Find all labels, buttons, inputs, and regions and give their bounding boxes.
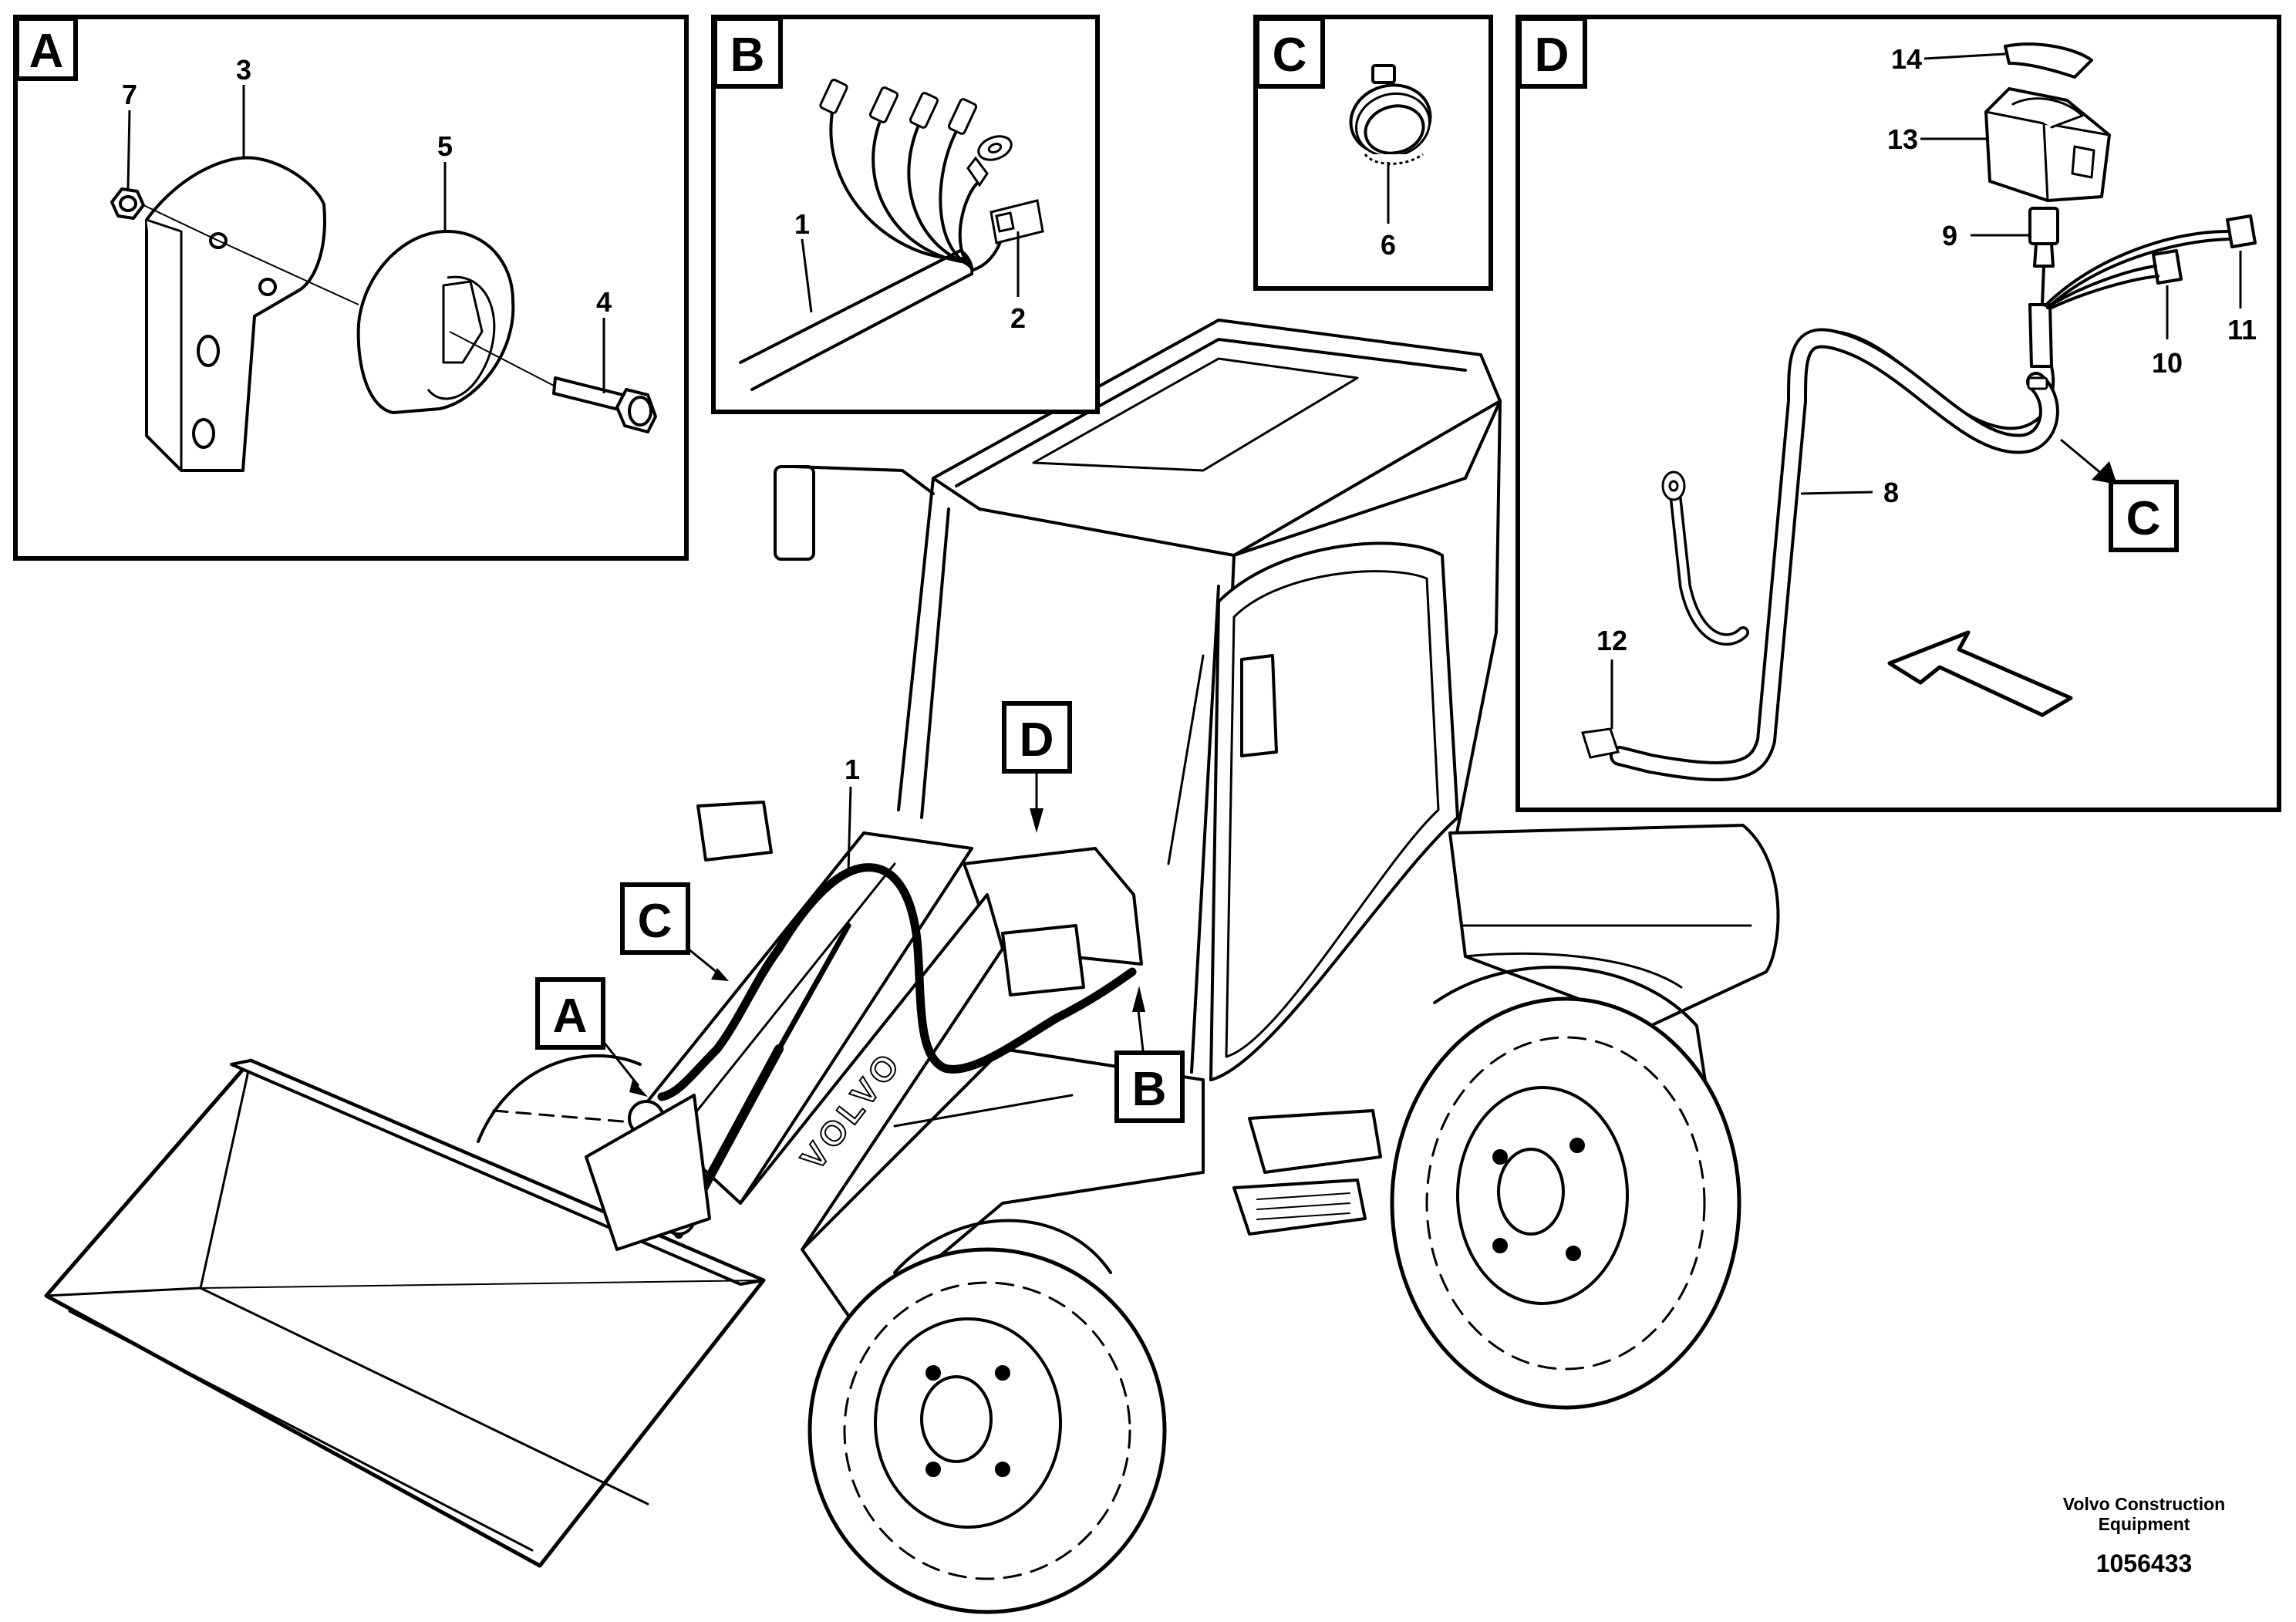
part-number-7: 7 [122,79,137,110]
main-callout-a: A [553,990,588,1043]
main-callout-d: D [1020,713,1054,767]
part-number-2: 2 [1010,302,1026,334]
document-footer: Volvo Construction Equipment 1056433 [2063,1494,2225,1577]
part-number-3: 3 [236,54,251,86]
part-number-4: 4 [596,286,612,318]
part-number-12: 12 [1596,625,1627,656]
part-number-11: 11 [2227,314,2257,346]
part-number-10: 10 [2152,347,2183,379]
part-number-14: 14 [1891,43,1922,75]
detail-panel-c: C 6 [1253,15,1493,291]
part-number-1-detail-b: 1 [794,208,810,240]
panel-d-callout-c: C [2126,492,2161,545]
panel-b-label: B [730,29,765,82]
part-number-5: 5 [437,130,453,162]
panel-d-label: D [1535,29,1569,82]
part-number-1-main: 1 [845,754,860,785]
part-number-8: 8 [1883,477,1899,508]
cable-harness-route [657,863,1137,1101]
detail-panel-a: A [13,15,689,561]
panel-c-label: C [1273,29,1307,82]
view-direction-arrow [1887,630,2073,717]
detail-panel-d: D [1515,15,2281,812]
main-callout-c: C [638,895,673,948]
wheel-loader-illustration [44,319,1780,1614]
panel-a-label: A [29,25,64,78]
part-number-13: 13 [1887,123,1918,155]
credit-line-1: Volvo Construction [2063,1494,2225,1514]
part-number-9: 9 [1942,220,1957,251]
document-number: 1056433 [2096,1549,2193,1577]
part-number-6: 6 [1381,229,1396,261]
main-callout-b: B [1132,1063,1167,1116]
credit-line-2: Equipment [2099,1514,2190,1534]
detail-panel-b: B [711,15,1100,414]
main-view-callouts: D C A B 1 [535,701,1185,1123]
